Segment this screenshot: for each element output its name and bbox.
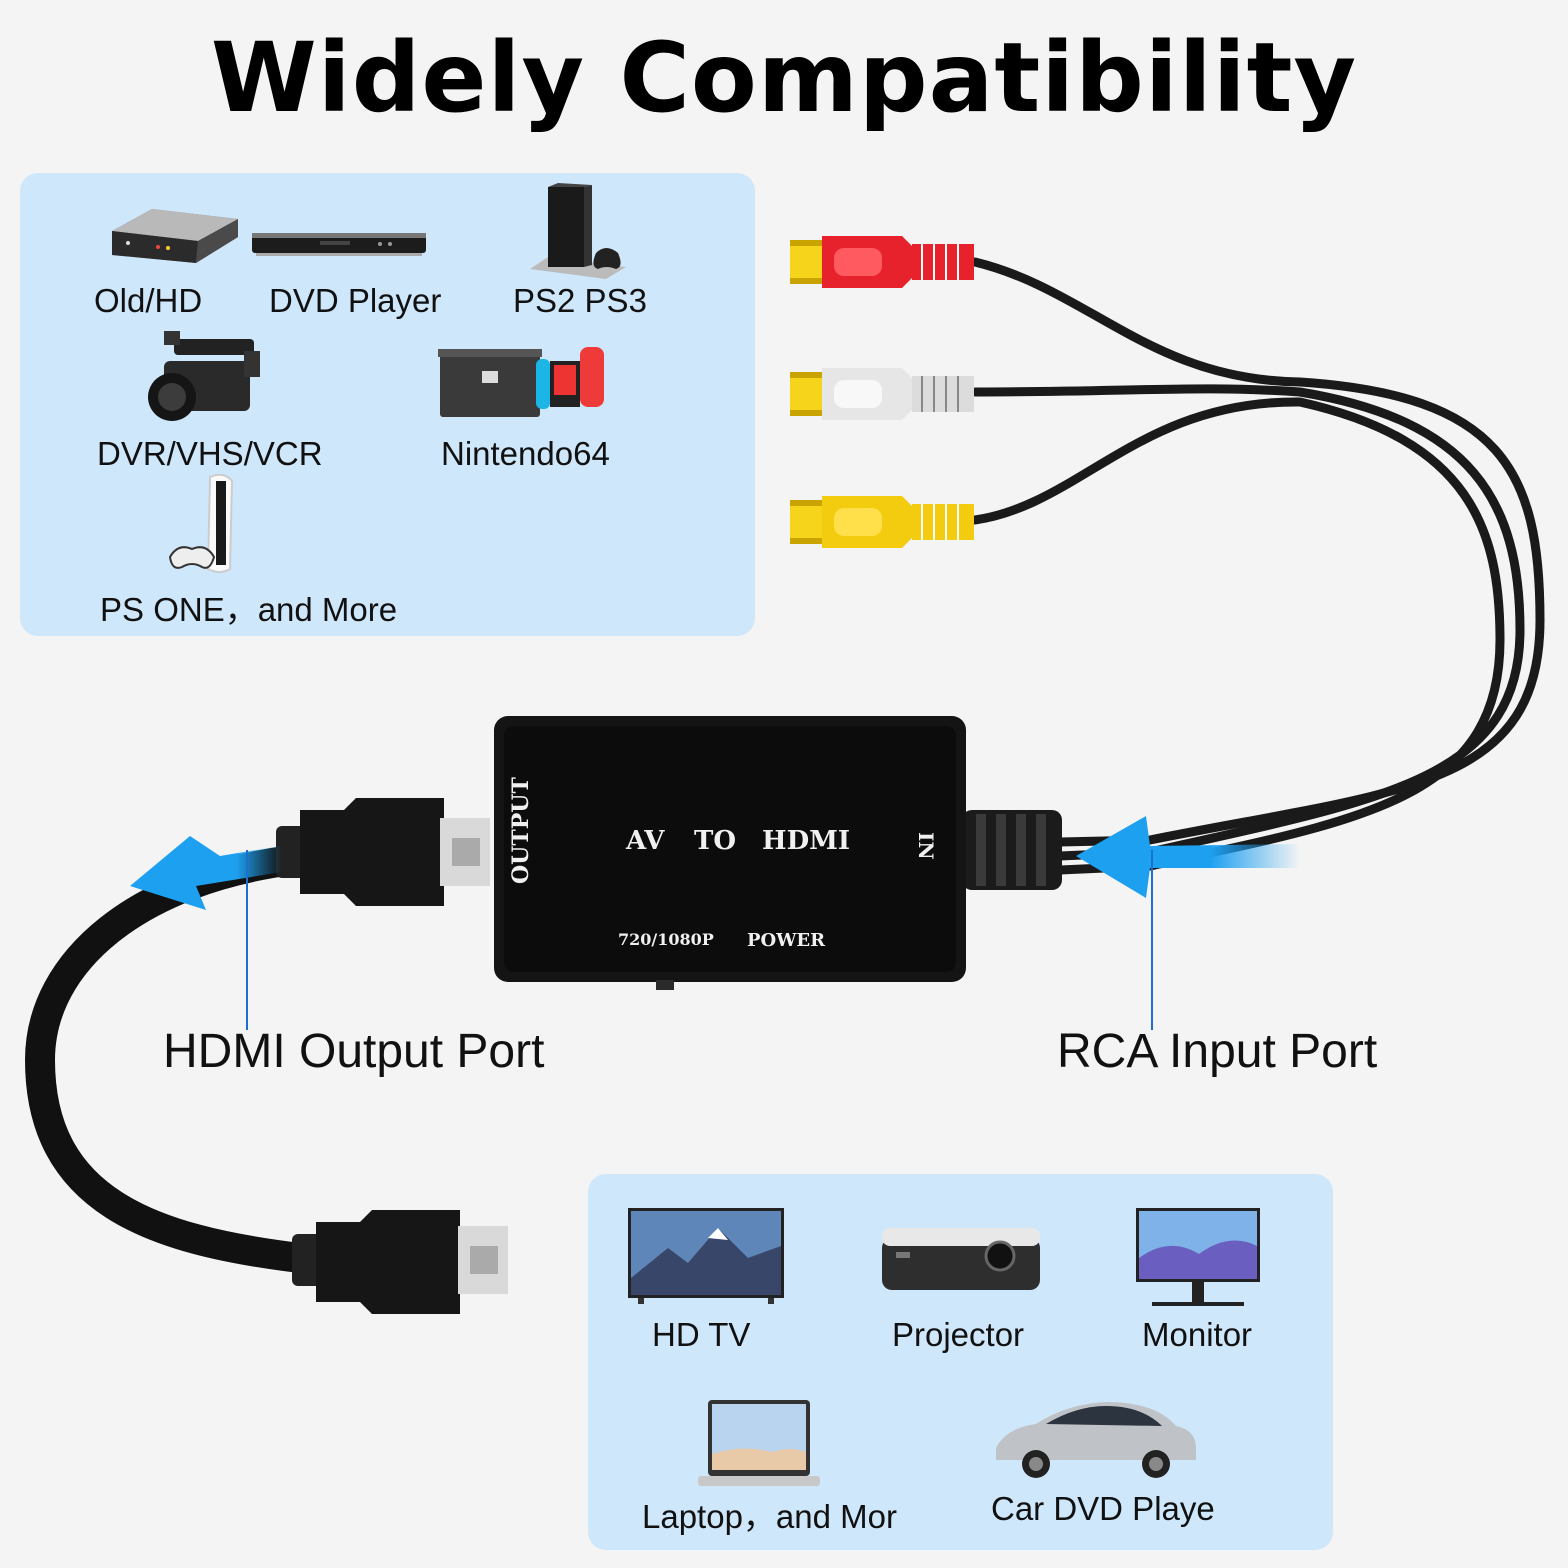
source-label-old-hd: Old/HD (94, 282, 203, 319)
target-label-car-dvd-player: Car DVD Playe (991, 1490, 1215, 1527)
source-label-ps-one-and-more: PS ONE，and More (100, 591, 398, 628)
adapter-box (494, 716, 966, 990)
hdmi-output-port-label: HDMI Output Port (163, 1025, 545, 1078)
rca-plug-yellow (790, 496, 974, 548)
adapter-av-label: AV (626, 826, 665, 856)
adapter-strain-relief (962, 810, 1062, 890)
page-title: Widely Compatibility (210, 22, 1358, 134)
camcorder-icon (144, 331, 264, 427)
adapter-hdmi-label: HDMI (762, 826, 851, 856)
source-label-ps2-ps3: PS2 PS3 (513, 282, 647, 319)
source-devices-panel: Old/HD DVD Player PS2 PS3 (20, 173, 755, 636)
target-devices-panel: HD TV Projector Monitor Laptop，and Mor (588, 1174, 1333, 1550)
hdmi-plug-lower (292, 1210, 508, 1314)
adapter-in-label: IN (914, 832, 938, 860)
output-arrow (130, 836, 282, 910)
source-label-dvd-player: DVD Player (269, 282, 442, 319)
adapter-power-label: POWER (747, 930, 826, 951)
game-console-icon (526, 183, 630, 279)
adapter-resolution-label: 720/1080P (618, 930, 714, 949)
hd-box-icon (106, 203, 242, 273)
target-label-monitor: Monitor (1142, 1316, 1253, 1353)
car-icon (990, 1398, 1200, 1480)
monitor-icon (1134, 1208, 1262, 1308)
hdmi-cable (24, 845, 315, 1273)
rca-plug-white (790, 368, 974, 420)
dvd-player-icon (250, 229, 428, 259)
laptop-icon (696, 1398, 820, 1490)
rca-plug-red (790, 236, 974, 288)
adapter-to-label: TO (694, 826, 736, 856)
target-label-laptop-and-more: Laptop，and Mor (642, 1498, 897, 1535)
adapter-output-label: OUTPUT (508, 777, 534, 884)
source-label-nintendo64: Nintendo64 (441, 435, 610, 472)
source-label-dvr-vhs-vcr: DVR/VHS/VCR (97, 435, 323, 472)
projector-icon (882, 1224, 1040, 1292)
rca-input-port-label: RCA Input Port (1057, 1025, 1378, 1078)
input-arrow (1076, 816, 1300, 898)
ps-console-icon (166, 473, 256, 575)
target-label-hd-tv: HD TV (652, 1316, 751, 1353)
target-label-projector: Projector (892, 1316, 1025, 1353)
hdmi-plug-upper (276, 798, 490, 906)
tv-icon (628, 1208, 784, 1304)
rca-cables (970, 257, 1545, 875)
switch-console-icon (438, 341, 608, 419)
